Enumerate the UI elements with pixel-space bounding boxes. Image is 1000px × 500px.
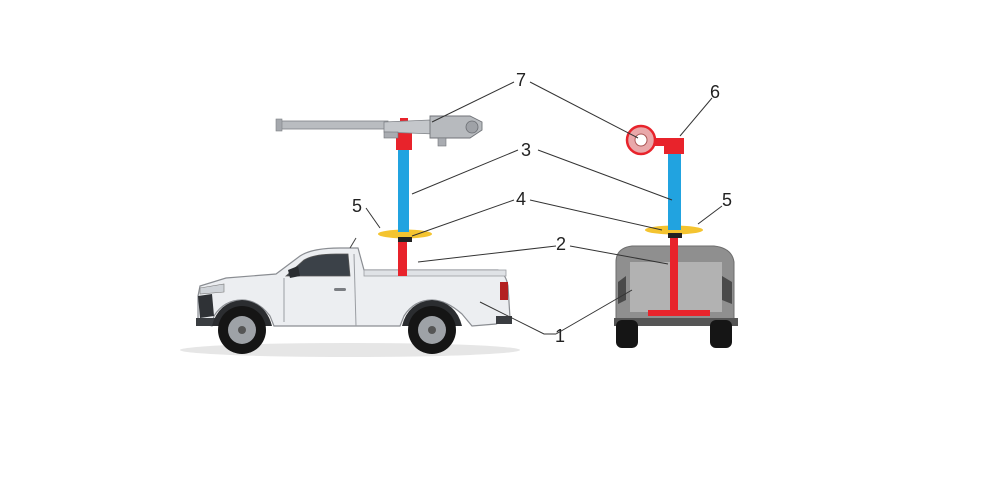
leader-4-right xyxy=(529,199,663,231)
right-mast-assembly xyxy=(645,138,710,316)
right-blue-mast xyxy=(668,152,681,230)
leader-4-left xyxy=(411,199,515,237)
leader-7-right xyxy=(529,81,639,139)
leader-2-left xyxy=(417,245,557,263)
callout-1: 1 xyxy=(555,326,565,346)
left-yellow-plate xyxy=(378,229,432,239)
callout-3: 3 xyxy=(521,140,531,160)
callout-7: 7 xyxy=(516,70,526,90)
callout-5-left: 5 xyxy=(352,196,362,216)
callout-5-right: 5 xyxy=(722,190,732,210)
left-lower-red-post xyxy=(398,234,407,276)
leader-3-left xyxy=(411,149,519,195)
leader-5-right xyxy=(697,205,723,225)
water-monitor-front xyxy=(625,124,657,156)
leader-5-left xyxy=(365,207,381,229)
leader-1-left xyxy=(479,301,556,335)
leader-7-left xyxy=(431,81,515,123)
leader-1-right xyxy=(555,289,633,335)
callout-labels: 1 2 3 4 5 5 6 7 xyxy=(352,70,732,346)
callout-6: 6 xyxy=(710,82,720,102)
rear-left-tire xyxy=(616,320,638,348)
right-lower-red-post xyxy=(670,234,678,314)
callout-4: 4 xyxy=(516,189,526,209)
right-base-red-bar xyxy=(648,310,710,316)
leader-2-right xyxy=(569,245,669,265)
front-wheel xyxy=(218,306,266,354)
left-mast-assembly xyxy=(378,118,432,276)
water-monitor-side xyxy=(275,115,483,147)
right-upper-red-mount xyxy=(664,138,684,154)
leader-3-right xyxy=(537,149,673,201)
left-upper-red-mount xyxy=(396,132,412,150)
leader-6 xyxy=(679,97,713,137)
pickup-truck-side-view xyxy=(180,237,520,357)
callout-2: 2 xyxy=(556,234,566,254)
rear-wheel xyxy=(408,306,456,354)
rear-right-tire xyxy=(710,320,732,348)
leader-lines xyxy=(365,81,723,335)
left-blue-mast xyxy=(398,148,409,232)
